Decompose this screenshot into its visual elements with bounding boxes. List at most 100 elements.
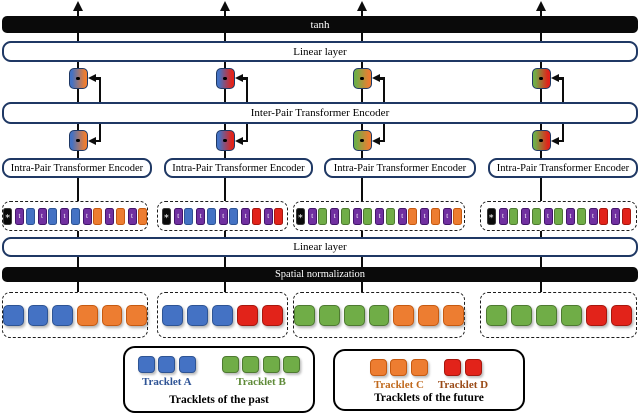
blue-token — [229, 207, 239, 225]
token-pair: t — [375, 207, 395, 225]
tanh-layer: tanh — [2, 16, 638, 33]
tracklet-square-green — [368, 304, 390, 326]
green-token — [576, 207, 586, 225]
token-pair: t — [307, 207, 328, 225]
arrow-left-icon — [550, 136, 559, 145]
orange-token — [138, 207, 147, 225]
legend-swatches — [444, 359, 482, 376]
flow-line — [76, 257, 80, 267]
tracklet-square-red — [585, 304, 607, 326]
legend-entry: Tracklet B — [221, 356, 301, 388]
pair-token-upper-2 — [215, 68, 235, 89]
tracklet-square-red — [610, 304, 632, 326]
legend-past-title: Tracklets of the past — [169, 394, 269, 406]
flow-line — [539, 33, 543, 41]
flow-line — [223, 62, 227, 68]
t-token: t — [173, 207, 183, 225]
t-token: t — [420, 207, 430, 225]
flow-line — [539, 178, 543, 201]
token-pair: t — [566, 207, 586, 225]
flow-line — [223, 178, 227, 201]
elbow-line — [557, 77, 565, 80]
elbow-line — [94, 139, 102, 143]
elbow-line — [382, 124, 386, 142]
token-pair: t — [196, 207, 216, 225]
token-pair: t — [105, 207, 125, 225]
blue-token — [206, 207, 216, 225]
token-pair: t — [352, 207, 373, 225]
legend-swatches — [137, 356, 196, 373]
legend-label: Tracklet C — [373, 379, 424, 391]
t-token: t — [588, 207, 598, 225]
flow-line — [360, 124, 364, 130]
pair-token-lower-4 — [531, 130, 551, 151]
elbow-line — [561, 78, 565, 102]
green-token — [554, 207, 563, 225]
flow-line — [223, 231, 227, 237]
flow-line — [539, 62, 543, 68]
token-pair: t — [263, 207, 284, 225]
t-token: t — [127, 207, 137, 225]
t-token: t — [218, 207, 228, 225]
token-pair: t — [543, 207, 563, 225]
t-token: t — [375, 207, 385, 225]
tracklet-square-green — [343, 304, 365, 326]
t-token: t — [566, 207, 575, 225]
tracklet-square-green — [318, 304, 340, 326]
star-token: ∗ — [486, 207, 496, 225]
token-pair: t — [442, 207, 463, 225]
tracklet-square-blue — [137, 356, 155, 373]
arrow-left-icon — [87, 136, 96, 145]
tracklet-square-orange — [443, 304, 465, 326]
legend-past: Tracklet A Tracklet B Tracklets of the pa… — [123, 346, 315, 413]
pair-token-lower-2 — [215, 130, 235, 151]
elbow-line — [561, 124, 565, 142]
tracklet-square-green — [283, 356, 301, 373]
flow-line — [360, 178, 364, 201]
legend-entry: Tracklet D — [438, 359, 488, 391]
intra-pair-encoder-2: Intra-Pair Transformer Encoder — [164, 158, 313, 178]
tracklet-square-orange — [390, 359, 408, 376]
tracklet-square-orange — [418, 304, 440, 326]
t-token: t — [263, 207, 273, 225]
token-pair: t — [241, 207, 261, 225]
pair-token-lower-3 — [352, 130, 372, 151]
token-pair: t — [218, 207, 239, 225]
elbow-line — [378, 77, 386, 80]
flow-line — [76, 151, 80, 158]
t-token: t — [60, 207, 69, 225]
tracklet-square-red — [237, 304, 258, 326]
inter-pair-encoder: Inter-Pair Transformer Encoder — [2, 102, 638, 124]
elbow-line — [245, 124, 249, 142]
flow-line — [76, 33, 80, 41]
arrow-left-icon — [371, 136, 380, 145]
flow-line — [360, 8, 364, 16]
legend-entry: Tracklet A — [137, 356, 196, 388]
orange-token — [408, 207, 418, 225]
arrow-up-icon — [536, 1, 546, 11]
pair-token-upper-3 — [352, 68, 372, 89]
legend-past-entries: Tracklet A Tracklet B — [131, 356, 307, 388]
flow-line — [360, 257, 364, 267]
t-token: t — [521, 207, 530, 225]
flow-line — [539, 231, 543, 237]
legend-swatches — [369, 359, 428, 376]
input-sequence-group-2 — [157, 292, 288, 338]
elbow-line — [98, 78, 102, 102]
t-token: t — [498, 207, 508, 225]
tracklet-square-blue — [187, 304, 208, 326]
tracklet-square-red — [262, 304, 283, 326]
intra-pair-encoder-1: Intra-Pair Transformer Encoder — [2, 158, 152, 178]
star-token: ∗ — [3, 207, 12, 225]
input-sequence-group-4 — [480, 292, 637, 338]
flow-line — [76, 231, 80, 237]
t-token: t — [543, 207, 553, 225]
arrow-left-icon — [87, 74, 96, 82]
token-pair: t — [420, 207, 440, 225]
intra-pair-encoder-3: Intra-Pair Transformer Encoder — [324, 158, 476, 178]
green-token — [363, 207, 373, 225]
